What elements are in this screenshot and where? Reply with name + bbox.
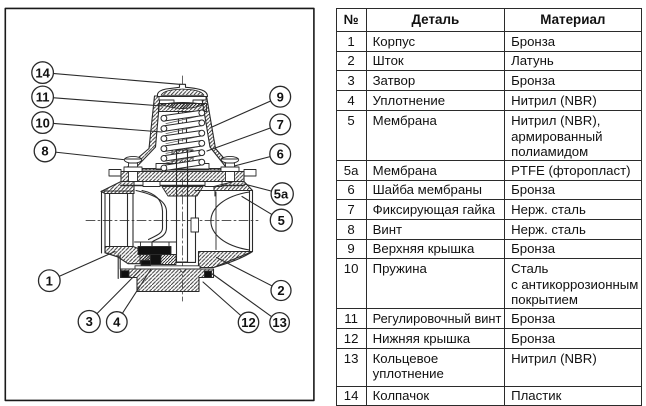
svg-text:14: 14	[35, 65, 50, 80]
svg-text:4: 4	[113, 315, 121, 330]
svg-text:3: 3	[86, 314, 93, 329]
svg-text:9: 9	[277, 89, 284, 104]
svg-text:12: 12	[241, 315, 255, 330]
svg-text:5a: 5a	[274, 187, 289, 202]
svg-text:2: 2	[277, 283, 284, 298]
svg-text:8: 8	[41, 144, 48, 159]
svg-text:6: 6	[277, 147, 284, 162]
svg-text:5: 5	[278, 213, 285, 228]
svg-text:13: 13	[272, 315, 286, 330]
svg-text:7: 7	[277, 117, 284, 132]
svg-text:1: 1	[46, 273, 53, 288]
svg-text:11: 11	[36, 90, 50, 105]
svg-text:10: 10	[35, 115, 49, 130]
